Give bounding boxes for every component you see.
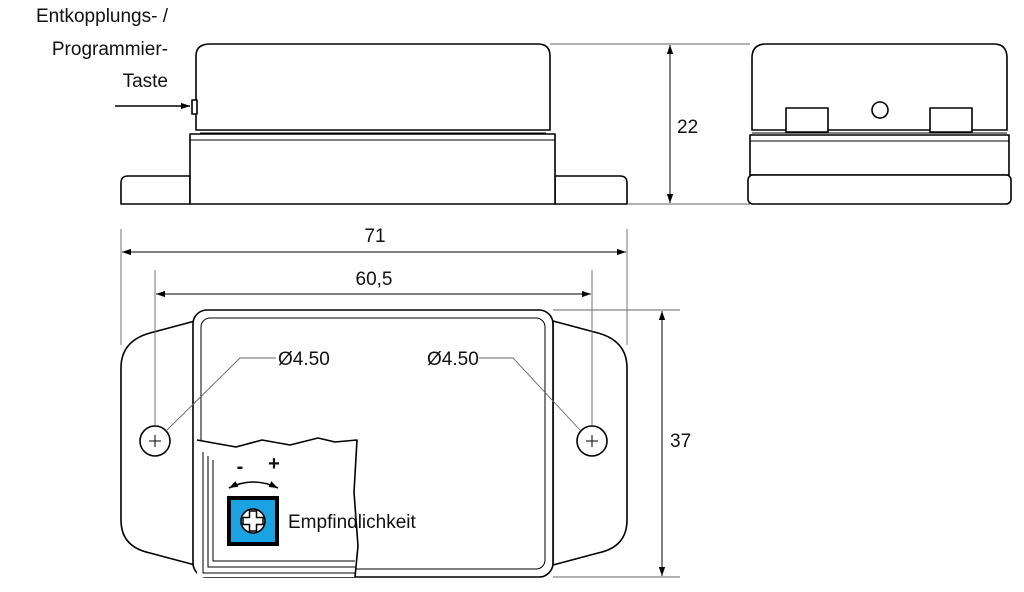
hole-label-left: Ø4.50: [278, 349, 330, 370]
hole-spacing-dimension: 60,5: [154, 269, 593, 425]
cross-screw-icon: [242, 510, 264, 532]
minus-label: -: [237, 456, 244, 478]
svg-text:Programmier-: Programmier-: [52, 39, 168, 60]
housing-base-side: [189, 133, 556, 205]
clip-right: [929, 107, 973, 133]
potentiometer[interactable]: [227, 496, 279, 546]
end-view: [747, 43, 1012, 205]
svg-text:37: 37: [670, 431, 691, 452]
housing-lid-side: [195, 43, 551, 131]
rotation-arrow-icon: [228, 481, 279, 489]
led-hole: [871, 101, 889, 119]
hole-leader-left: [166, 357, 276, 431]
length-dimension: 71: [120, 226, 628, 345]
mounting-flange-side: [120, 175, 191, 205]
top-view: - + Empfindlichkeit Ø4.50 Ø4.50: [120, 309, 628, 578]
svg-text:Taste: Taste: [123, 71, 168, 92]
hole-leader-right: [479, 357, 581, 431]
programming-button-side[interactable]: [191, 99, 198, 115]
sensitivity-label: Empfindlichkeit: [288, 512, 416, 533]
button-label: Entkopplungs- / Programmier- Taste: [36, 6, 169, 92]
svg-text:71: 71: [364, 226, 385, 247]
side-view: [120, 43, 628, 205]
svg-text:60,5: 60,5: [356, 269, 393, 290]
svg-text:Entkopplungs- /: Entkopplungs- /: [36, 6, 169, 27]
clip-left: [785, 107, 829, 133]
width-dimension: 37: [553, 309, 691, 578]
plus-label: +: [268, 453, 280, 475]
svg-text:22: 22: [677, 117, 698, 138]
height-dimension: 22: [550, 43, 750, 205]
hole-label-right: Ø4.50: [427, 349, 479, 370]
